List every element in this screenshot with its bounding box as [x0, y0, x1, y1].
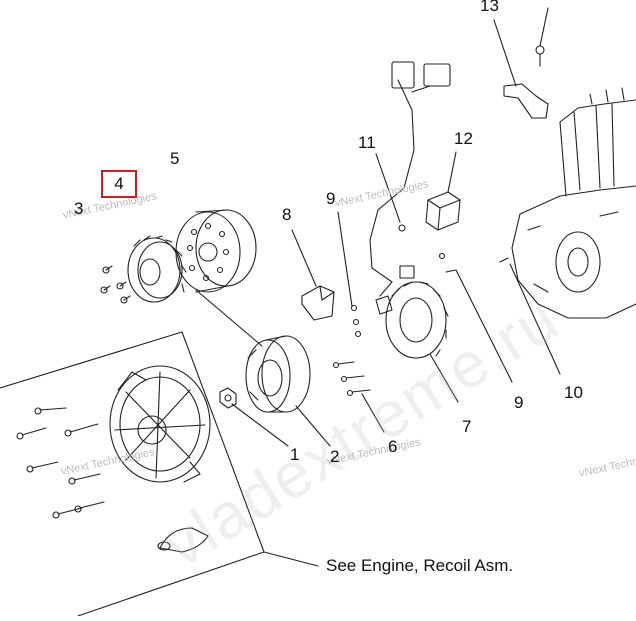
engine-crankcase	[511, 87, 636, 319]
part-6-bolts	[332, 361, 385, 433]
see-engine-leader	[263, 551, 319, 567]
part-12-module	[425, 151, 461, 231]
part-11-screw	[375, 153, 406, 232]
callout-13[interactable]: 13	[480, 0, 499, 15]
leader-5-to-2	[195, 289, 263, 347]
recoil-handle	[157, 527, 209, 553]
part-5-flywheel	[175, 209, 257, 293]
callout-8[interactable]: 8	[282, 205, 292, 224]
part-2-flywheel	[245, 335, 311, 413]
part-9-screws-right	[438, 252, 513, 383]
part-9-screws-left	[337, 211, 362, 338]
callout-9-right[interactable]: 9	[514, 393, 524, 412]
cover-bolts	[16, 407, 105, 519]
callout-1[interactable]: 1	[290, 445, 300, 464]
part-10-pin	[499, 257, 561, 375]
part-13-sensor	[493, 7, 549, 119]
callout-2[interactable]: 2	[330, 447, 340, 466]
callout-4-highlighted[interactable]: 4	[101, 170, 137, 198]
callout-3[interactable]: 3	[74, 199, 84, 218]
part-8-bracket	[291, 229, 335, 321]
part-7-stator	[375, 281, 459, 403]
callout-6[interactable]: 6	[388, 437, 398, 456]
leader-2	[295, 405, 331, 447]
wiring-harness	[369, 61, 451, 297]
callout-12[interactable]: 12	[454, 129, 473, 148]
callout-9-left[interactable]: 9	[326, 189, 336, 208]
part-4-starter-pulley	[127, 235, 187, 303]
see-engine-recoil-note: See Engine, Recoil Asm.	[326, 556, 514, 575]
callout-5[interactable]: 5	[170, 149, 180, 168]
part-1-nut	[219, 387, 289, 447]
part-3-screws	[100, 265, 131, 304]
callout-7[interactable]: 7	[462, 417, 472, 436]
callout-10[interactable]: 10	[564, 383, 583, 402]
recoil-cover	[109, 365, 211, 483]
callout-11[interactable]: 11	[358, 133, 376, 152]
recoil-inset-frame	[0, 331, 265, 617]
